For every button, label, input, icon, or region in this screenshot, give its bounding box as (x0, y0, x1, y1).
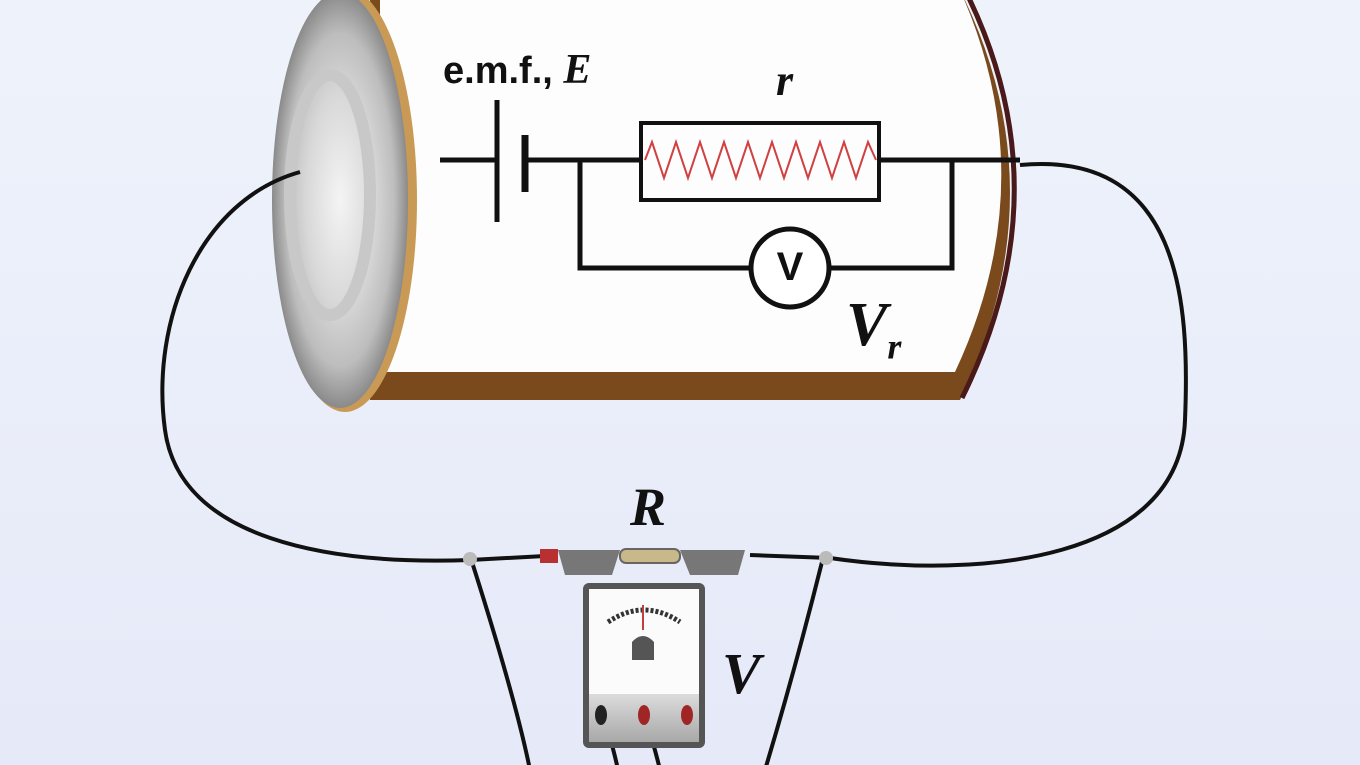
meter-lead-left (470, 561, 532, 765)
internal-voltage-label: Vr (846, 290, 901, 367)
analog-voltmeter (583, 583, 705, 748)
internal-circuit (440, 100, 1020, 310)
emf-text: e.m.f., (443, 50, 553, 92)
emf-label: e.m.f., E (443, 46, 591, 94)
resistor-zigzag (644, 138, 877, 182)
external-resistance-label: R (630, 477, 667, 537)
right-wire (829, 161, 1188, 568)
terminal-red-1 (638, 705, 650, 725)
battery-cell (272, 0, 1017, 412)
meter-lead-right (764, 561, 824, 765)
internal-voltage-symbol: V (846, 291, 888, 359)
internal-voltage-subscript: r (887, 326, 902, 367)
left-wire (160, 170, 471, 563)
internal-resistance-label: r (776, 56, 794, 105)
internal-voltmeter-icon (748, 226, 832, 310)
emf-symbol: E (563, 47, 592, 93)
external-resistor (463, 548, 833, 575)
terminal-red-2 (681, 705, 693, 725)
terminal-black (595, 705, 607, 725)
external-voltmeter-label: V (722, 641, 761, 706)
bottom-wire (469, 553, 831, 562)
internal-voltmeter-symbol: V (776, 245, 804, 289)
